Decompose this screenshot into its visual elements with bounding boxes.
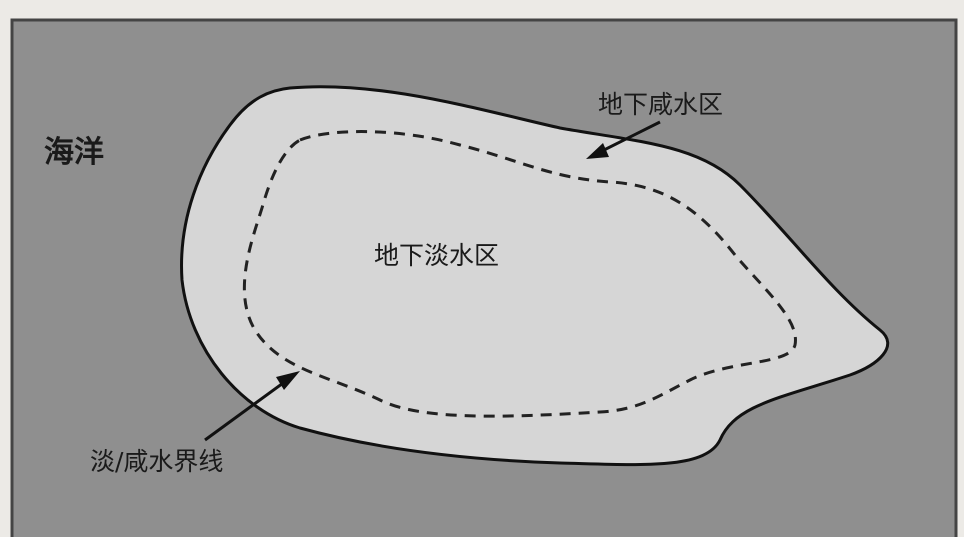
- interface-label: 淡/咸水界线: [90, 447, 223, 476]
- interface-arrow-head: [276, 371, 300, 390]
- ocean-label: 海洋: [44, 135, 104, 170]
- fresh-saline-interface-line: [242, 130, 797, 418]
- saline-zone-arrow-shaft: [595, 120, 661, 156]
- fresh-zone-label: 地下淡水区: [374, 241, 499, 270]
- island-outline: [180, 85, 890, 467]
- saline-zone-arrow-head: [586, 143, 609, 159]
- saline-zone-label: 地下咸水区: [598, 90, 723, 119]
- interface-arrow-shaft: [204, 376, 291, 442]
